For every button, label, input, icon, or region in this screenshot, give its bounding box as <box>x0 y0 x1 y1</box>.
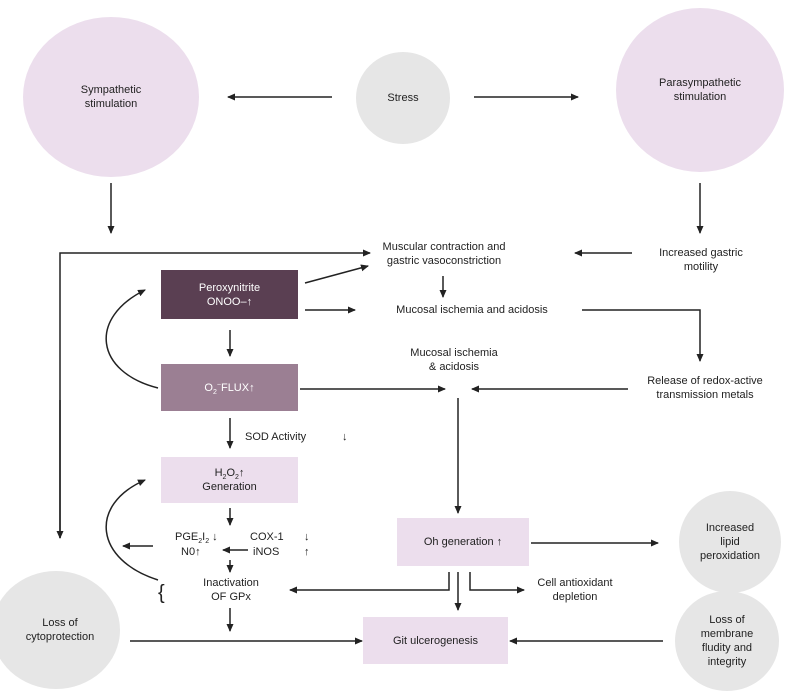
up-arrow-icon: ↑ <box>304 546 310 558</box>
o2-flux-label: O2−FLUX↑ <box>204 380 255 396</box>
git-ulcerogenesis-label: Git ulcerogenesis <box>393 634 478 647</box>
git-ulcerogenesis-box: Git ulcerogenesis <box>363 617 508 664</box>
no-label: N0↑ <box>181 546 201 558</box>
down-arrow-icon: ↓ <box>212 531 218 543</box>
increased-lipid-circle: Increased lipid peroxidation <box>679 491 781 593</box>
increased-lipid-label: Increased lipid peroxidation <box>700 522 760 562</box>
loss-cytoprotection-circle: Loss of cytoprotection <box>0 571 120 689</box>
peroxynitrite-box: Peroxynitrite ONOO–↑ <box>161 270 298 319</box>
up-arrow-icon: ↑ <box>496 536 503 548</box>
loss-cytoprotection-label: Loss of cytoprotection <box>25 617 95 643</box>
up-arrow-icon: ↑ <box>249 381 255 394</box>
sympathetic-circle: Sympathetic stimulation <box>23 17 199 177</box>
edge-curve-o2-peroxy <box>105 289 159 389</box>
edge-peroxy-muscular <box>304 264 369 284</box>
loss-membrane-circle: Loss of membrane fludity and integrity <box>675 591 779 691</box>
o2-flux-box: O2−FLUX↑ <box>161 364 298 411</box>
mucosal-ischemia-label-1: Mucosal ischemia and acidosis <box>396 304 548 316</box>
h2o2-box: H2O2↑ Generation <box>161 457 298 503</box>
sod-activity-label: SOD Activity <box>245 431 307 443</box>
edge-oh-antioxidant <box>469 572 525 594</box>
peroxynitrite-line2: ONOO–↑ <box>206 295 253 308</box>
up-arrow-icon: ↑ <box>195 546 201 558</box>
up-arrow-icon: ↑ <box>246 295 253 308</box>
stress-circle: Stress <box>356 52 450 144</box>
mucosal-ischemia-label-2: Mucosal ischemia & acidosis <box>410 347 498 373</box>
pge-label: PGE2I2 ↓ <box>175 531 218 546</box>
release-label: Release of redox-active transmission met… <box>647 375 763 401</box>
edge-oh-inact <box>289 572 450 594</box>
cox1-label: COX-1 <box>250 531 284 543</box>
peroxynitrite-line1: Peroxynitrite <box>198 281 261 294</box>
cell-antioxidant-label: Cell antioxidant depletion <box>537 577 613 603</box>
down-arrow-icon: ↓ <box>342 431 348 443</box>
oh-generation-label: Oh generation ↑ <box>423 536 503 548</box>
sympathetic-label: Sympathetic stimulation <box>80 84 142 110</box>
stress-label: Stress <box>387 92 419 104</box>
increased-gastric-label: Increased gastric motility <box>659 247 743 273</box>
inos-label: iNOS <box>253 546 280 558</box>
brace-icon: { <box>158 582 165 604</box>
parasympathetic-circle: Parasympathetic stimulation <box>616 8 784 172</box>
down-arrow-icon: ↓ <box>304 531 310 543</box>
h2o2-line2: Generation <box>202 481 257 493</box>
muscular-label: Muscular contraction and gastric vasocon… <box>382 241 506 267</box>
oh-generation-box: Oh generation ↑ <box>397 518 529 566</box>
h2o2-line1: H2O2↑ <box>214 467 245 482</box>
loss-membrane-label: Loss of membrane fludity and integrity <box>700 614 754 668</box>
parasympathetic-label: Parasympathetic stimulation <box>659 77 741 103</box>
inactivation-label: Inactivation OF GPx <box>203 577 259 603</box>
edge-curve-inact-h2o2 <box>105 479 159 581</box>
edge-mucosal-release <box>582 309 704 362</box>
up-arrow-icon: ↑ <box>238 467 245 479</box>
